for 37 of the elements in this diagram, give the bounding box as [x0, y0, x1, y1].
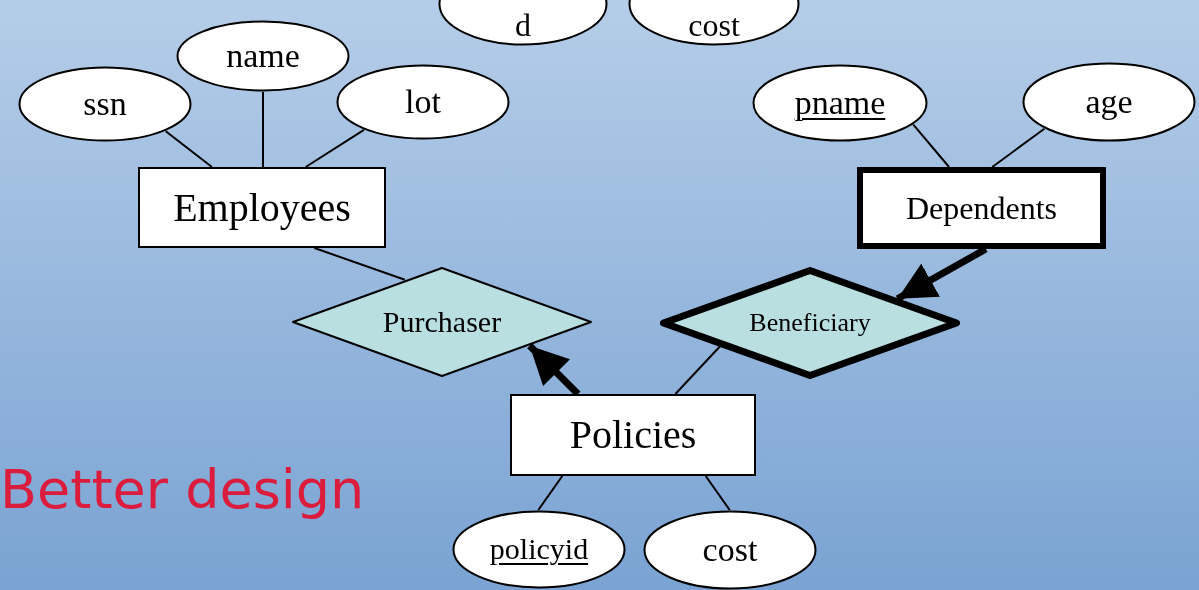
arrow: [527, 343, 581, 397]
entity-name: Employees: [173, 184, 351, 231]
connector-line: [674, 345, 722, 395]
entity-box: [857, 167, 1106, 249]
connector-line: [704, 475, 731, 511]
relationship-diamond: [658, 266, 962, 380]
connector-line: [912, 123, 951, 168]
connector-line: [991, 127, 1046, 168]
attribute-ellipse: [1022, 62, 1196, 142]
relationship-diamond: [290, 266, 594, 378]
attribute-ellipse: [176, 20, 350, 92]
entity-name: Dependents: [905, 189, 1058, 227]
attribute-ellipse: [752, 64, 928, 142]
attribute-ellipse: [643, 510, 817, 590]
connector-line: [313, 247, 406, 281]
attribute-ellipse: [336, 64, 510, 140]
attribute-name: age: [1085, 82, 1133, 122]
attribute-name: lot: [405, 82, 441, 122]
relationship-name: Beneficiary: [749, 308, 871, 338]
entity-box: [510, 394, 756, 476]
attribute-ellipse: [18, 66, 192, 142]
connector-line: [304, 128, 365, 168]
attribute-name: pname: [794, 83, 886, 123]
connector-line: [164, 130, 213, 168]
attribute-name: cost: [688, 7, 740, 44]
attribute-ellipse: [452, 510, 626, 589]
attribute-name: name: [226, 36, 300, 76]
slide-heading: Better design: [0, 460, 365, 520]
connector-line: [262, 91, 264, 168]
entity-name: Policies: [569, 412, 697, 458]
entity-box: [138, 167, 386, 248]
attribute-name: policyid: [488, 532, 590, 567]
attribute-name: cost: [702, 530, 758, 570]
attribute-name: d: [515, 7, 531, 44]
connector-line: [537, 475, 564, 511]
attribute-name: ssn: [83, 84, 127, 124]
relationship-name: Purchaser: [382, 304, 502, 340]
